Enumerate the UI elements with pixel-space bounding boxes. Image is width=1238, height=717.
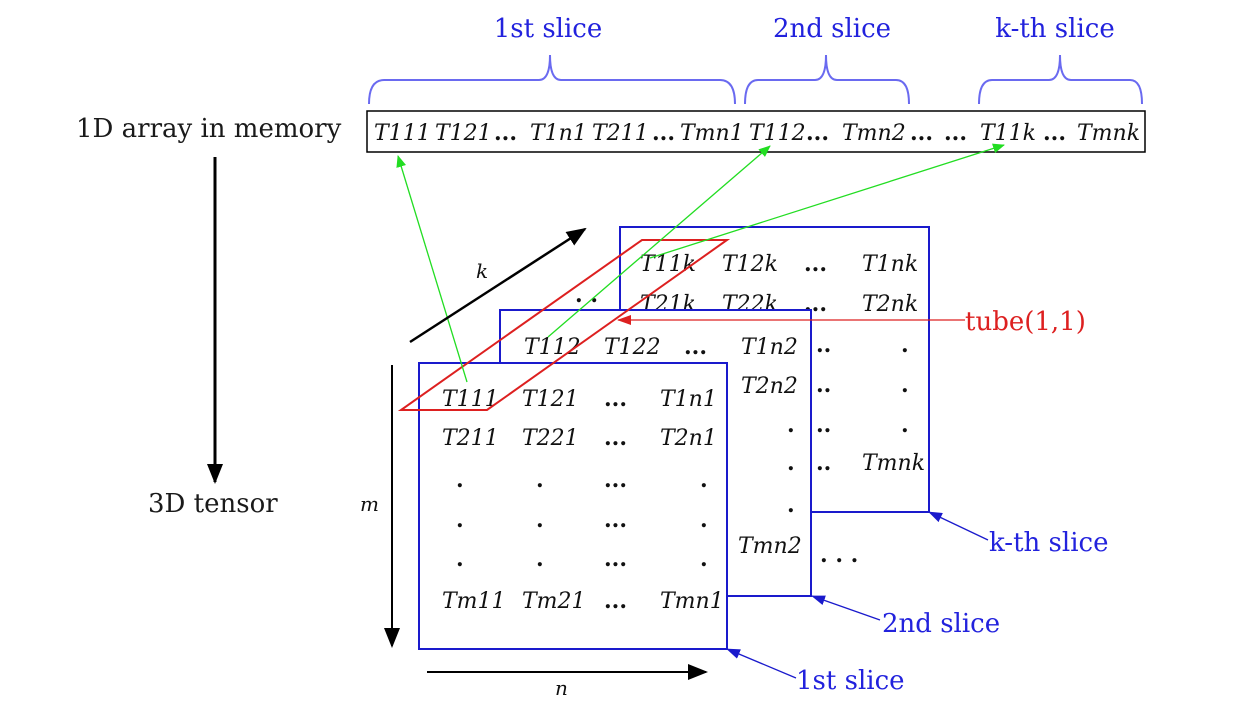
- tube-outline: [397, 239, 731, 411]
- memory-entry: T112: [749, 121, 806, 146]
- axis-m-label: m: [360, 492, 379, 516]
- cell-dot: .: [901, 412, 909, 438]
- front-cell: ...: [604, 386, 627, 412]
- front-cell: T1n1: [660, 387, 717, 412]
- pointer-kth-slice: [928, 511, 989, 541]
- brace-label-second: 2nd slice: [773, 14, 891, 44]
- front-cell: .: [456, 546, 464, 572]
- front-cell: ...: [604, 507, 627, 533]
- depth-dots-lower: . . .: [820, 542, 858, 568]
- cell-dots: ..: [816, 412, 831, 438]
- front-cell: T2n1: [660, 426, 717, 451]
- front-cell: .: [536, 546, 544, 572]
- cell-dot: .: [901, 372, 909, 398]
- cell-Tmnk: Tmnk: [862, 451, 925, 476]
- cell-T1n2: T1n2: [741, 335, 798, 360]
- front-cell: Tmn1: [660, 589, 724, 614]
- cell-dot: .: [901, 332, 909, 358]
- tensor-label: 3D tensor: [148, 489, 278, 519]
- cell-dots: ...: [684, 334, 707, 360]
- cell-T2nk: T2nk: [862, 292, 918, 317]
- front-cell: .: [536, 507, 544, 533]
- front-cell: .: [700, 507, 708, 533]
- link-second-slice: [547, 145, 771, 338]
- cell-T1nk: T1nk: [862, 252, 918, 277]
- cell-dots: ...: [804, 251, 827, 277]
- memory-entry: ...: [494, 120, 517, 146]
- memory-entry: T1n1: [530, 121, 587, 146]
- memory-entry: ...: [806, 120, 829, 146]
- axis-k-label: k: [476, 259, 488, 283]
- axis-n-label: n: [555, 676, 568, 700]
- front-cell: .: [456, 467, 464, 493]
- front-cell: .: [700, 546, 708, 572]
- memory-entry: Tmnk: [1077, 121, 1140, 146]
- cell-dot: .: [787, 450, 795, 476]
- second-slice-cells: T112 T122 ... T1n2 T2n2 . . . Tmn2: [524, 334, 802, 559]
- memory-array-label: 1D array in memory: [76, 114, 342, 144]
- link-first-slice: [396, 155, 468, 383]
- memory-entry: ...: [910, 120, 933, 146]
- front-cell: T121: [522, 387, 579, 412]
- brace-label-first: 1st slice: [494, 14, 603, 44]
- memory-entry: Tmn1: [680, 121, 744, 146]
- cell-dots: ..: [816, 332, 831, 358]
- cell-dots: ..: [816, 450, 831, 476]
- brace-first: [368, 54, 736, 105]
- cell-T122: T122: [604, 335, 661, 360]
- cell-dot: .: [787, 492, 795, 518]
- memory-entry: Tmn2: [842, 121, 906, 146]
- memory-entry: T11k: [980, 121, 1036, 146]
- front-cell: ...: [604, 425, 627, 451]
- front-cell: Tm21: [522, 589, 586, 614]
- link-kth-slice: [649, 143, 1005, 259]
- brace-label-kth: k-th slice: [995, 14, 1114, 44]
- tube-label: tube(1,1): [965, 307, 1086, 337]
- cell-T11k: T11k: [640, 252, 696, 277]
- front-cell: .: [456, 507, 464, 533]
- cell-dots: ..: [816, 372, 831, 398]
- cell-Tmn2: Tmn2: [738, 534, 802, 559]
- label-first-slice: 1st slice: [796, 666, 905, 696]
- label-kth-slice: k-th slice: [989, 528, 1108, 558]
- axis-k-arrow: [409, 227, 587, 344]
- front-cell: .: [536, 467, 544, 493]
- front-cell: ...: [604, 588, 627, 614]
- cell-T12k: T12k: [722, 252, 778, 277]
- cell-T112: T112: [524, 335, 581, 360]
- front-cell: T221: [522, 426, 579, 451]
- cell-T2n2: T2n2: [741, 374, 798, 399]
- memory-entry: ...: [1043, 120, 1066, 146]
- memory-entry: T111: [374, 121, 431, 146]
- front-cell: ...: [604, 467, 627, 493]
- memory-entry: T121: [435, 121, 492, 146]
- memory-entry: ...: [652, 120, 675, 146]
- pointer-second-slice: [811, 595, 881, 621]
- front-cell: .: [700, 467, 708, 493]
- front-cell: T211: [442, 426, 499, 451]
- label-second-slice: 2nd slice: [882, 609, 1000, 639]
- brace-second: [744, 54, 910, 105]
- pointer-first-slice: [726, 648, 797, 679]
- depth-dots-upper: . .: [575, 282, 598, 308]
- memory-entry: ...: [944, 120, 967, 146]
- front-cell: Tm11: [442, 589, 506, 614]
- memory-array-box: [366, 110, 1146, 153]
- cell-dot: .: [787, 412, 795, 438]
- front-cell: ...: [604, 546, 627, 572]
- memory-entry: T211: [592, 121, 649, 146]
- brace-kth: [978, 54, 1143, 105]
